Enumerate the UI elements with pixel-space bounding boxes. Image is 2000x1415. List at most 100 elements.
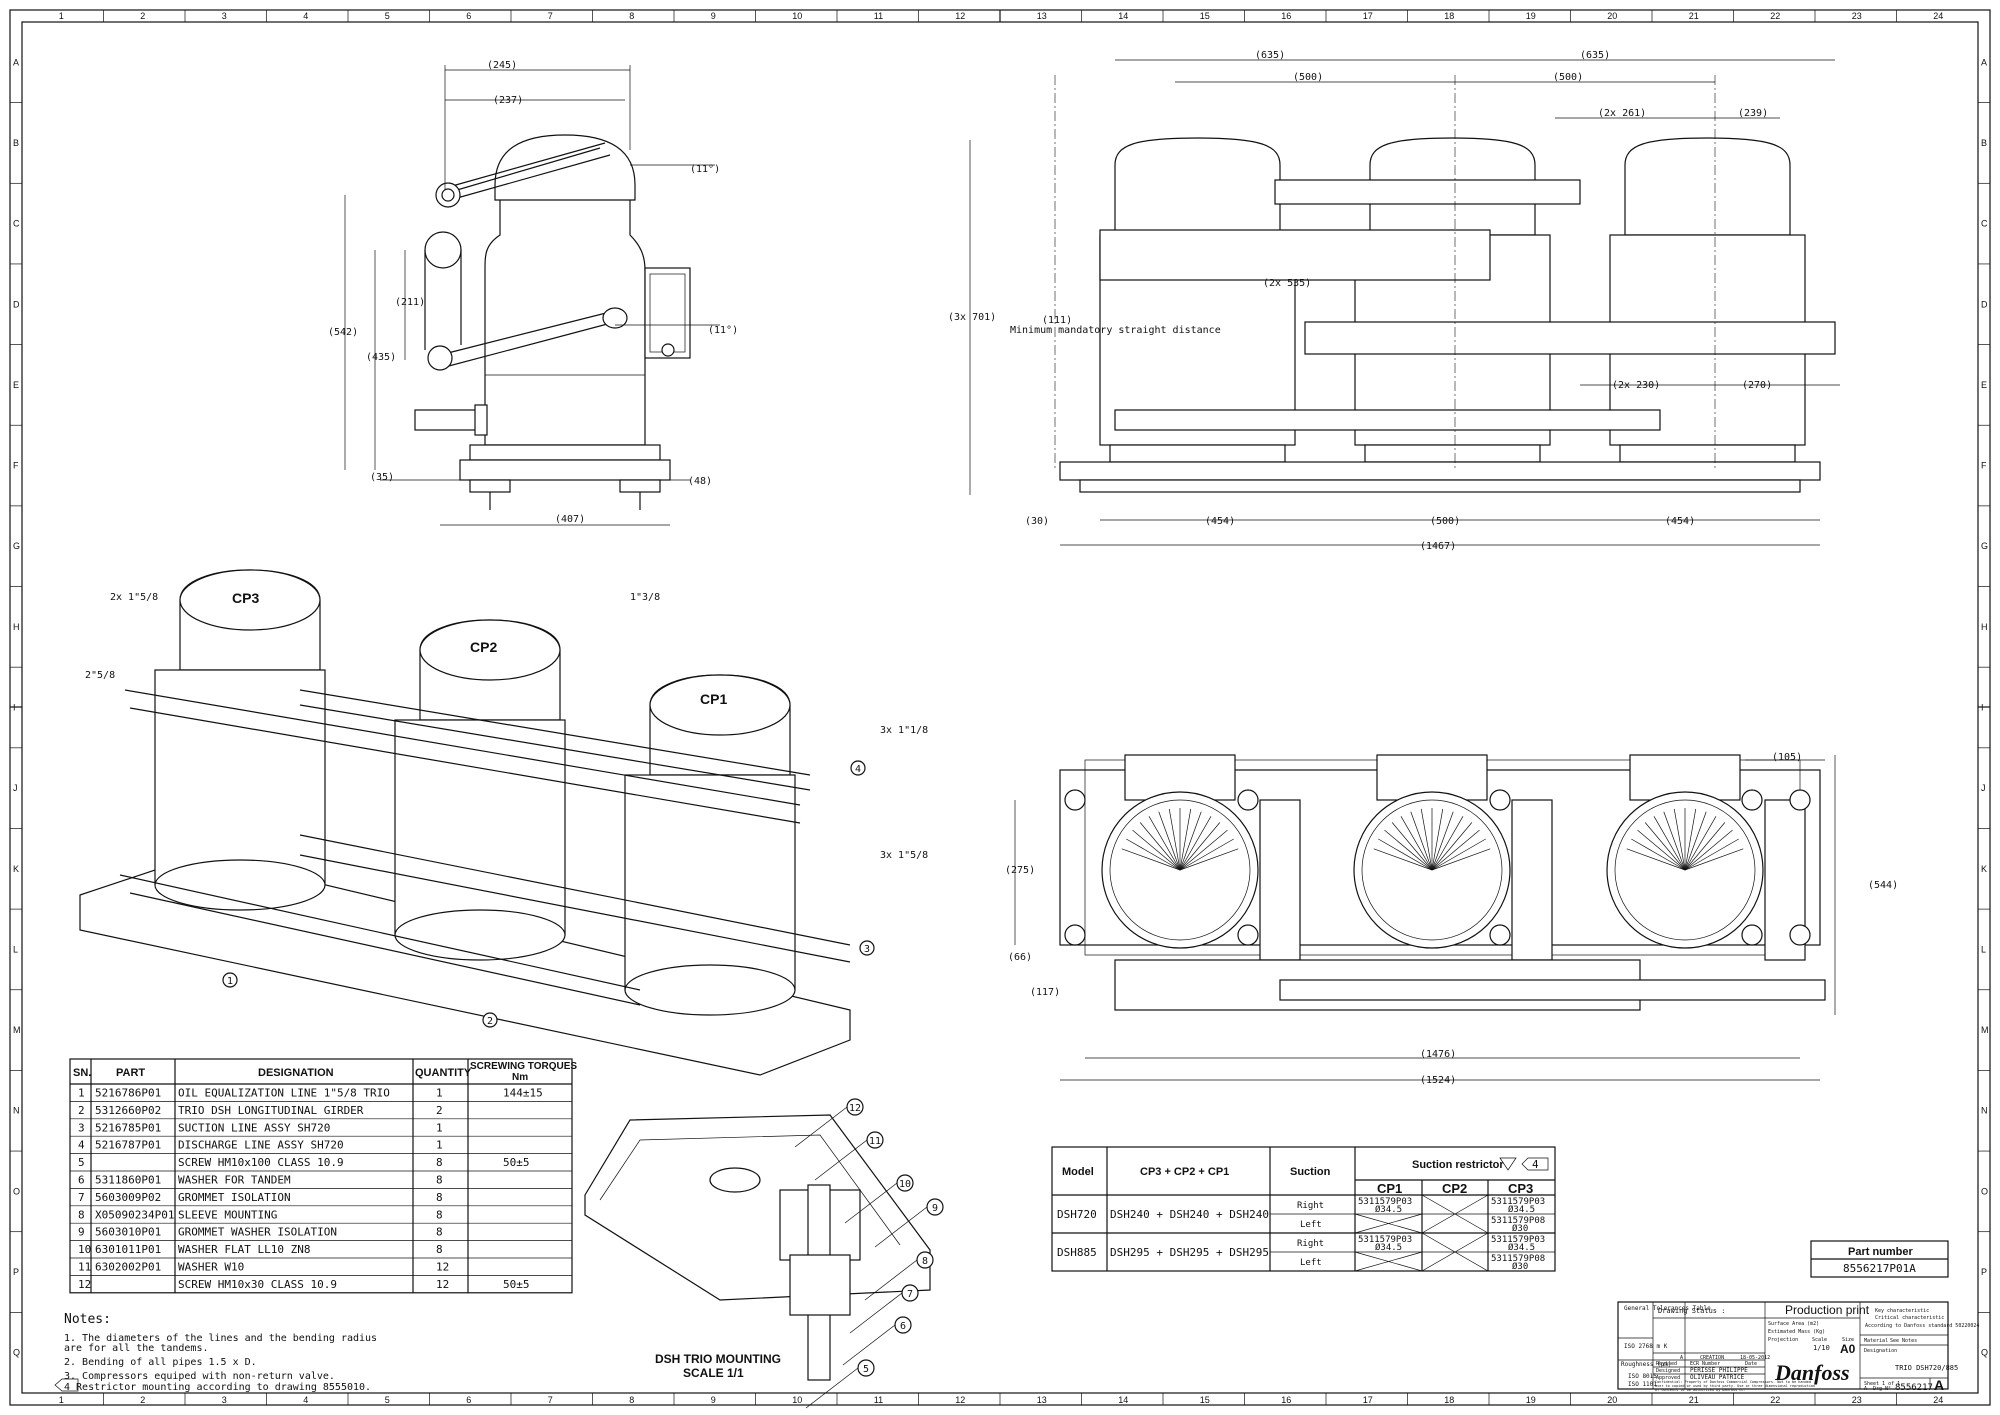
note-1b: are for all the tandems. — [64, 1343, 209, 1354]
grid-col-top: 13 — [1037, 11, 1047, 21]
tb-general-tol: General Tolerances Table — [1624, 1305, 1711, 1312]
tb-approved-label: Approved — [1656, 1375, 1680, 1381]
parts-cell-part: 5216786P01 — [95, 1087, 161, 1100]
grid-row-left: J — [13, 783, 18, 793]
grid-row-right: A — [1981, 57, 1987, 67]
tb-designer-label: Designed — [1656, 1368, 1680, 1374]
note-3: 3. Compressors equiped with non-return v… — [64, 1371, 335, 1382]
rt-h-ref: 4 — [1532, 1158, 1539, 1171]
parts-cell-part: X05090234P01 — [95, 1208, 174, 1221]
parts-header: DESIGNATION — [258, 1067, 334, 1079]
front-note: Minimum mandatory straight distance — [1010, 325, 1221, 336]
front-dim-12: (30) — [1025, 516, 1049, 527]
tb-conf-2: over to copied or used by third party. U… — [1655, 1384, 1815, 1388]
grid-col-bottom: 11 — [874, 1395, 883, 1405]
grid-row-right: L — [1981, 944, 1986, 954]
rt-h-suction: Suction — [1290, 1166, 1331, 1178]
part-number-label: Part number — [1848, 1246, 1914, 1258]
grid-col-bottom: 15 — [1200, 1395, 1210, 1405]
tb-drg-no: 8556217 — [1895, 1383, 1933, 1393]
grid-row-right: I — [1981, 703, 1984, 713]
parts-cell-sn: 11 — [78, 1261, 91, 1274]
grid-col-top: 3 — [222, 11, 227, 21]
grid-row-left: E — [13, 380, 19, 390]
tb-crit-char: Critical characteristic — [1875, 1315, 1944, 1321]
front-dim-13: (454) — [1205, 516, 1235, 527]
rt-r2-cp1b: Ø34.5 — [1375, 1242, 1402, 1253]
parts-cell-torque: 50±5 — [503, 1156, 530, 1169]
rt-r1-cp3c: 5311579P08 — [1491, 1216, 1545, 1226]
tb-mass: Estimated Mass (Kg) — [1768, 1329, 1825, 1335]
parts-cell-sn: 12 — [78, 1278, 91, 1291]
parts-cell-sn: 10 — [78, 1243, 91, 1256]
grid-col-top: 4 — [303, 11, 308, 21]
front-dim-7: (3x 701) — [948, 312, 996, 323]
parts-header: QUANTITY — [415, 1067, 472, 1079]
grid-col-top: 22 — [1770, 11, 1780, 21]
front-dim-4: (500) — [1553, 72, 1583, 83]
tb-ecr-label: ECR Number — [1690, 1361, 1720, 1367]
mounting-callout: 8 — [922, 1256, 928, 1267]
restrictor-table: Model CP3 + CP2 + CP1 Suction Suction re… — [1051, 1146, 1556, 1272]
parts-cell-sn: 2 — [78, 1104, 85, 1117]
rt-h-cps: CP3 + CP2 + CP1 — [1140, 1166, 1229, 1178]
grid-row-right: G — [1981, 541, 1988, 551]
grid-col-bottom: 17 — [1363, 1395, 1373, 1405]
mounting-callout: 10 — [899, 1179, 911, 1190]
grid-row-right: Q — [1981, 1348, 1988, 1358]
tb-according: According to Danfoss standard 50220024 — [1865, 1323, 1979, 1329]
grid-col-top: 17 — [1363, 11, 1373, 21]
grid-col-top: 5 — [385, 11, 390, 21]
tb-material-label: Material — [1864, 1338, 1888, 1344]
grid-col-bottom: 3 — [222, 1395, 227, 1405]
grid-col-bottom: 16 — [1281, 1395, 1291, 1405]
grid-row-right: F — [1981, 461, 1987, 471]
tb-projection: Projection — [1768, 1337, 1798, 1343]
rt-r1-cp3b: Ø34.5 — [1508, 1204, 1535, 1215]
part-number-box: Part number 8556217P01A — [1810, 1240, 1949, 1278]
grid-row-right: D — [1981, 299, 1988, 309]
grid-row-right: C — [1981, 219, 1988, 229]
grid-col-bottom: 8 — [629, 1395, 634, 1405]
tb-conf-3: of contents to be authorized by Danfoss … — [1655, 1388, 1746, 1392]
iso-callout-1: 2x 1"5/8 — [110, 592, 158, 603]
grid-col-top: 2 — [140, 11, 145, 21]
parts-header-unit: Nm — [512, 1072, 528, 1083]
iso-callout-2: 2"5/8 — [85, 670, 115, 681]
grid-row-left: C — [13, 219, 20, 229]
notes: Notes: 1. The diameters of the lines and… — [54, 1312, 377, 1393]
notes-title: Notes: — [64, 1312, 111, 1327]
tb-material-value: See Notes — [1890, 1338, 1917, 1344]
parts-cell-qty: 8 — [436, 1174, 443, 1187]
rt-r1-cp3a: 5311579P03 — [1491, 1197, 1545, 1207]
front-dim-15: (454) — [1665, 516, 1695, 527]
note-1a: 1. The diameters of the lines and the be… — [64, 1333, 377, 1344]
grid-col-bottom: 22 — [1770, 1395, 1780, 1405]
grid-col-bottom: 19 — [1526, 1395, 1536, 1405]
tb-drg-label: Drg N° — [1873, 1386, 1891, 1392]
front-dim-10: (2x 230) — [1612, 380, 1660, 391]
grid-row-right: P — [1981, 1267, 1987, 1277]
side-dim-7: (11°) — [708, 325, 738, 336]
parts-cell-part: 5311860P01 — [95, 1174, 161, 1187]
rt-h-cp3: CP3 — [1508, 1181, 1533, 1196]
grid-col-bottom: 5 — [385, 1395, 390, 1405]
parts-header: SCREWING TORQUES — [470, 1061, 577, 1072]
side-view: (245) (237) (11°) (211) (542) (435) (11°… — [328, 60, 738, 526]
grid-col-bottom: 2 — [140, 1395, 145, 1405]
tb-roughness: Roughness (µm) — [1621, 1361, 1672, 1368]
tb-iso-1101: ISO 1101 — [1628, 1381, 1657, 1388]
iso-balloon-4: 4 — [855, 764, 861, 775]
tb-designation-label: Designation — [1864, 1348, 1897, 1354]
grid-row-left: O — [13, 1186, 20, 1196]
grid-col-bottom: 24 — [1933, 1395, 1943, 1405]
rt-r1-cp1b: Ø34.5 — [1375, 1204, 1402, 1215]
grid-row-left: M — [13, 1025, 21, 1035]
grid-col-top: 20 — [1607, 11, 1617, 21]
rt-r1-model: DSH720 — [1057, 1208, 1097, 1221]
grid-row-right: K — [1981, 864, 1987, 874]
iso-label-cp1: CP1 — [700, 691, 727, 707]
tb-date-label: Date — [1745, 1361, 1757, 1367]
tb-designer: PERISSE PHILIPPE — [1690, 1367, 1748, 1374]
side-dim-6: (435) — [366, 352, 396, 363]
